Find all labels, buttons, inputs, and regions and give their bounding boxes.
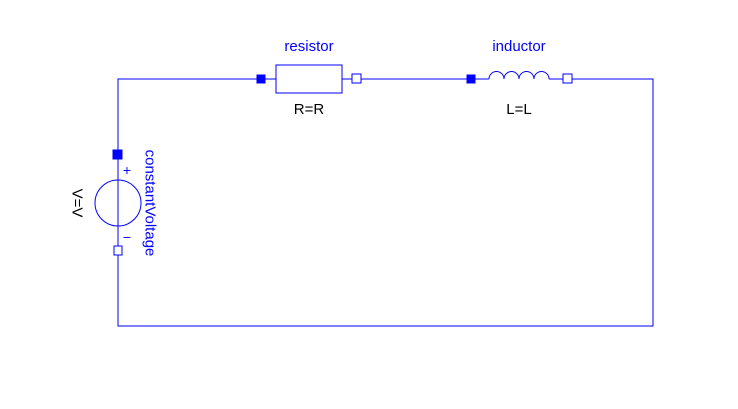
voltage-source-plus-sign: + bbox=[123, 162, 131, 178]
resistor-component[interactable]: resistor R=R bbox=[256, 38, 362, 118]
inductor-parameter-label: L=L bbox=[506, 101, 531, 118]
voltage-source-name-label: constantVoltage bbox=[142, 150, 159, 257]
inductor-pin-n[interactable] bbox=[562, 73, 573, 84]
resistor-icon bbox=[261, 64, 357, 94]
voltage-source-parameter-label: V=V bbox=[69, 189, 86, 218]
connection-wires bbox=[117, 78, 654, 327]
wire-inductor-to-source[interactable] bbox=[117, 78, 654, 327]
inductor-name-label: inductor bbox=[492, 38, 545, 55]
resistor-name-label: resistor bbox=[284, 38, 333, 55]
resistor-pin-n[interactable] bbox=[351, 73, 362, 84]
inductor-pin-p[interactable] bbox=[466, 74, 476, 84]
voltage-source-pin-p[interactable] bbox=[112, 149, 123, 160]
wire-source-to-resistor[interactable] bbox=[117, 78, 261, 155]
voltage-source-icon bbox=[94, 155, 142, 251]
voltage-source-component[interactable]: + − constantVoltage V=V bbox=[69, 149, 159, 257]
voltage-source-minus-sign: − bbox=[123, 229, 131, 245]
resistor-parameter-label: R=R bbox=[294, 101, 325, 118]
inductor-icon bbox=[471, 71, 567, 80]
resistor-pin-p[interactable] bbox=[256, 74, 266, 84]
voltage-source-pin-n[interactable] bbox=[113, 245, 123, 256]
inductor-component[interactable]: inductor L=L bbox=[466, 38, 573, 118]
